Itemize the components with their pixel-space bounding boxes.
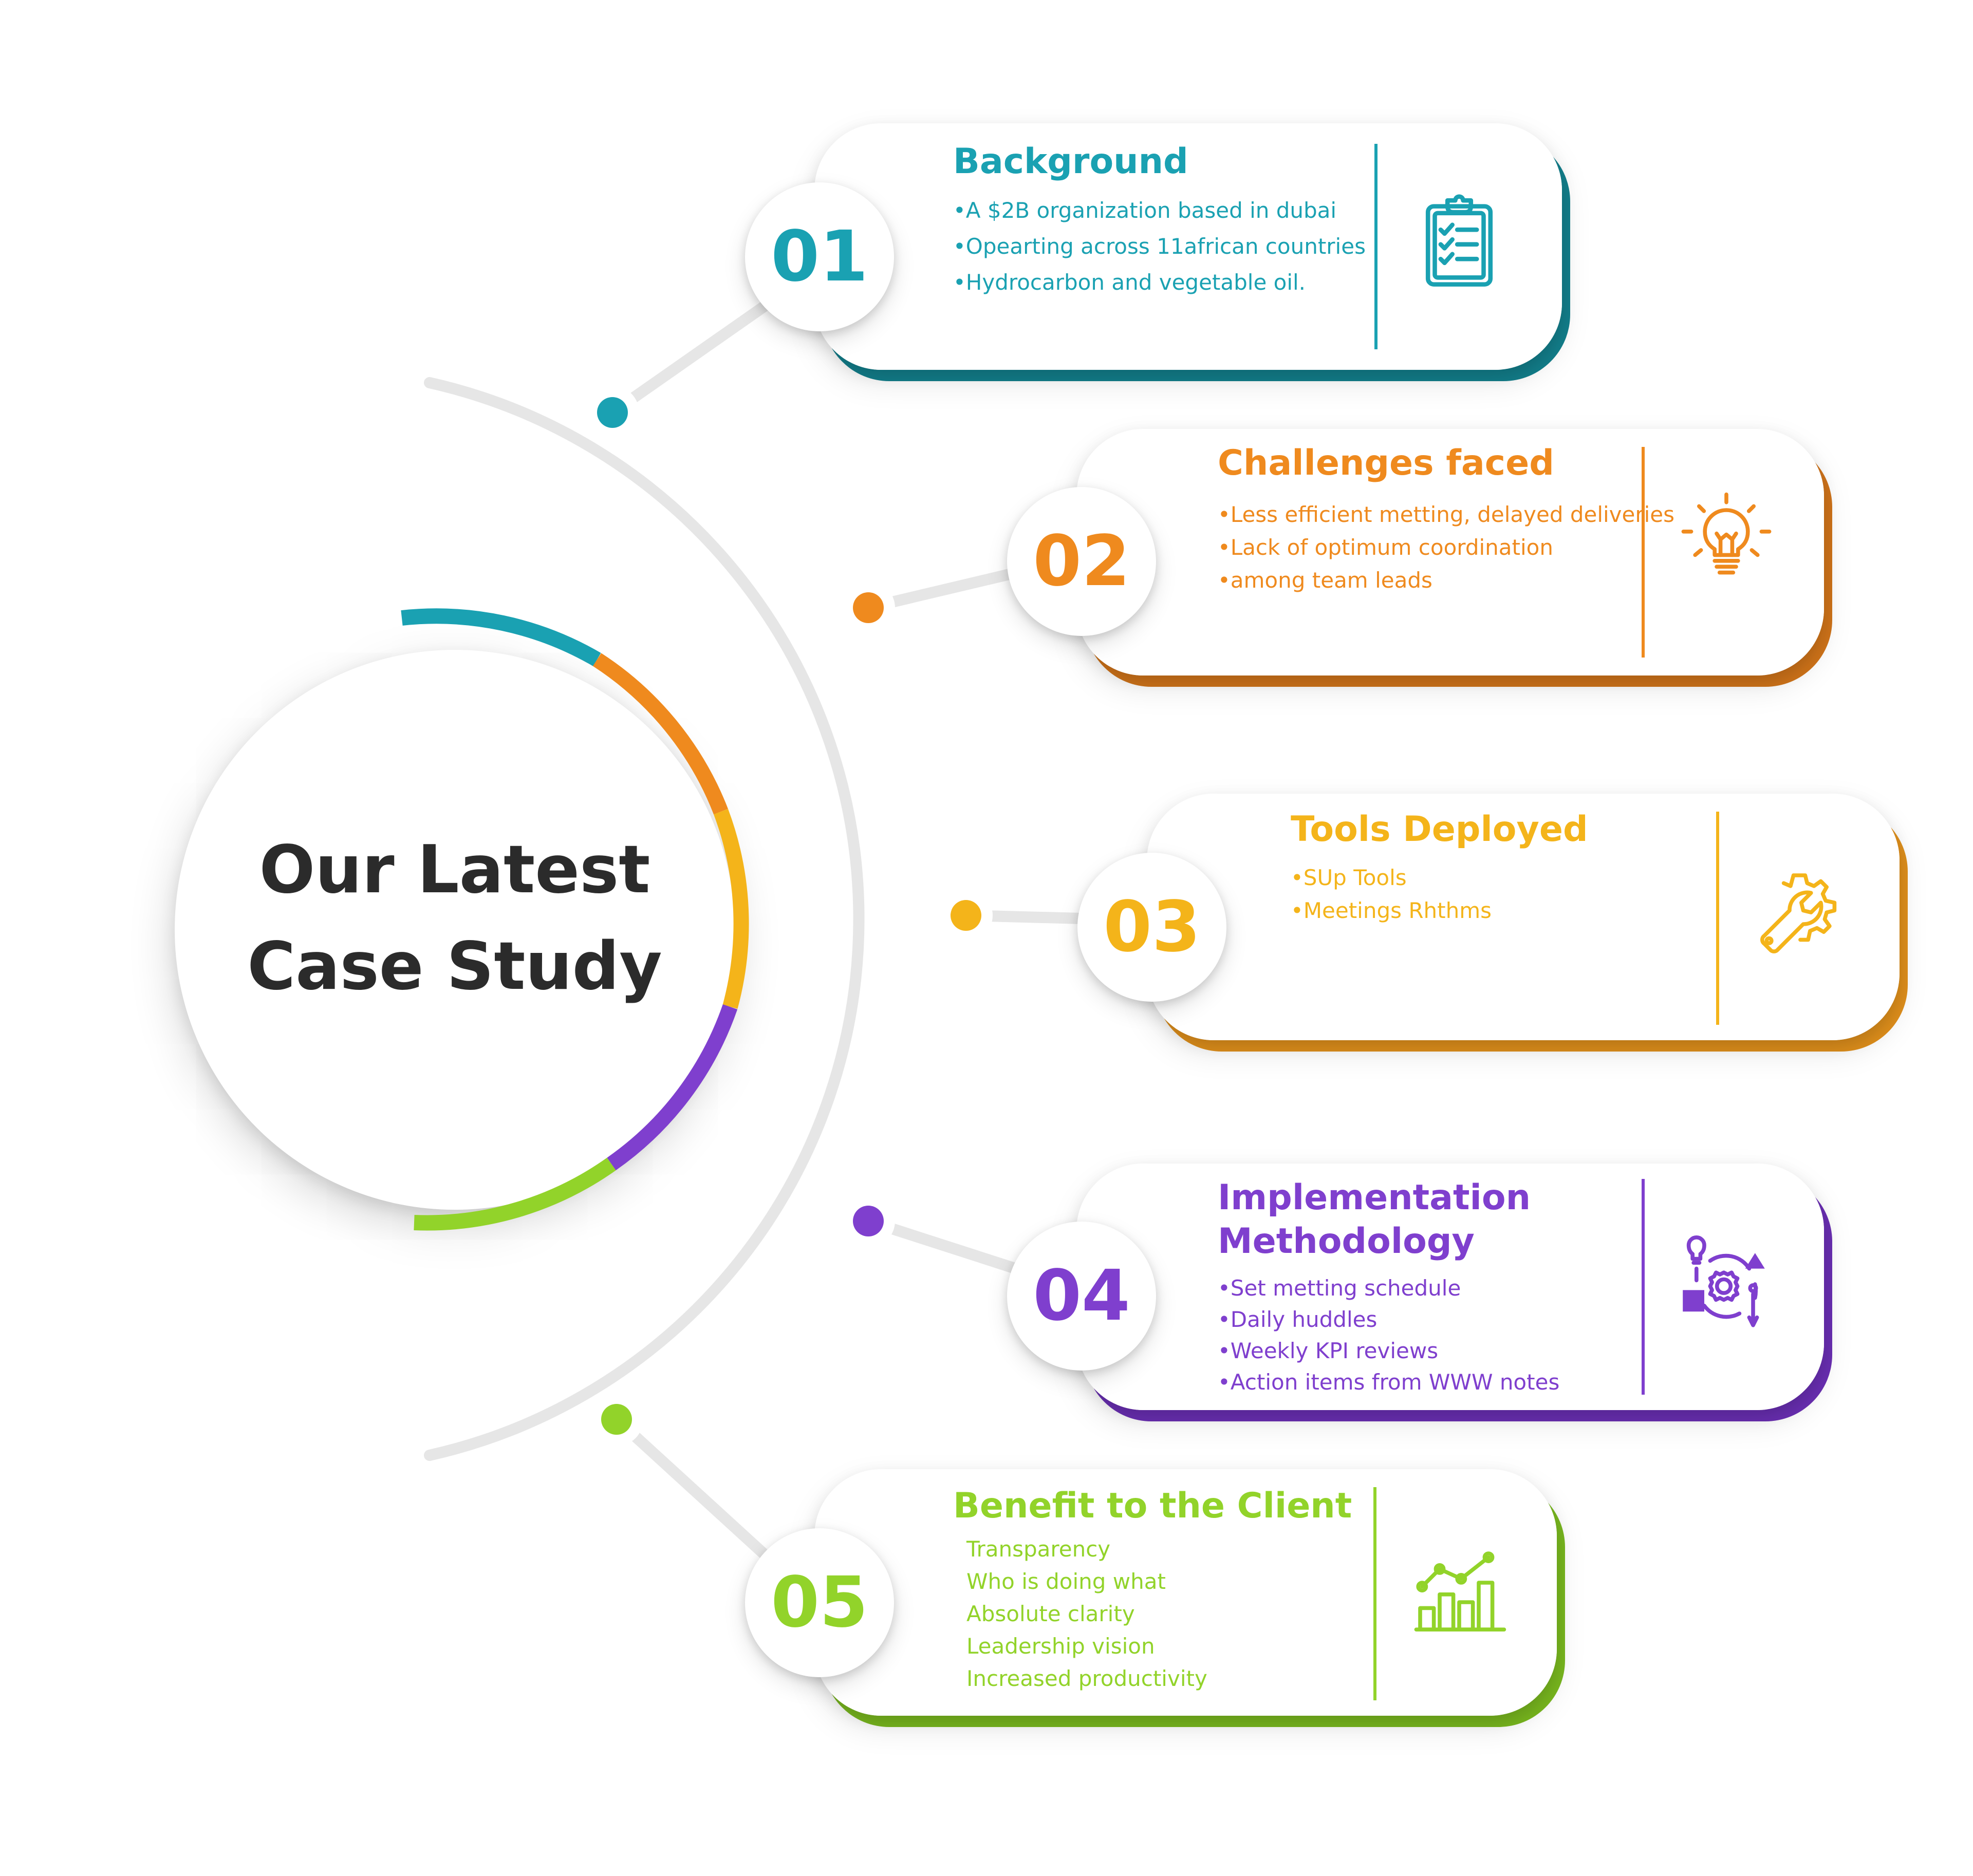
card-divider <box>1642 447 1645 658</box>
hub-title-line-1: Our Latest <box>259 832 650 908</box>
step-card-04: Implementation Methodology Set metting s… <box>1076 1164 1824 1410</box>
card-bullet-list: SUp Tools Meetings Rhthms <box>1291 861 1492 927</box>
spoke-05 <box>611 1414 789 1578</box>
card-bullet-list: Less efficient metting, delayed deliveri… <box>1218 498 1674 597</box>
card-title: Benefit to the Client <box>953 1486 1352 1526</box>
lightbulb-icon <box>1681 492 1772 575</box>
step-number-badge-03 <box>1077 853 1226 1002</box>
step-number-badge-01 <box>745 182 894 331</box>
node-dot-05 <box>601 1404 632 1435</box>
process-methodology-icon <box>1683 1235 1765 1327</box>
card-divider <box>1373 1487 1376 1700</box>
card-title: Challenges faced <box>1218 443 1554 483</box>
node-dot-04 <box>853 1206 884 1236</box>
list-item: Weekly KPI reviews <box>1218 1335 1559 1366</box>
step-number-01: 01 <box>771 216 868 297</box>
hub-title: Our Latest Case Study <box>175 822 735 1015</box>
list-item: Increased productivity <box>966 1666 1207 1691</box>
wrench-gear-icon <box>1760 873 1837 953</box>
step-card-02: Challenges faced Less efficient metting,… <box>1076 429 1824 676</box>
step-number-04: 04 <box>1033 1255 1130 1337</box>
card-bullet-list: Set metting schedule Daily huddles Weekl… <box>1218 1272 1560 1398</box>
card-divider <box>1374 144 1378 349</box>
step-number-badge-05 <box>745 1528 894 1677</box>
ring-segment-teal <box>401 608 601 666</box>
step-number-03: 03 <box>1103 887 1201 968</box>
step-number-05: 05 <box>771 1562 868 1643</box>
ring-segment-amber <box>713 809 749 1009</box>
card-title-line-1: Implementation <box>1218 1177 1531 1218</box>
hub-title-line-2: Case Study <box>247 928 662 1005</box>
card-list: Transparency Who is doing what Absolute … <box>953 1533 1207 1695</box>
card-body <box>814 1469 1557 1716</box>
card-bullet-list: A $2B organization based in dubai Opeart… <box>953 193 1366 301</box>
list-item: Action items from WWW notes <box>1218 1366 1560 1398</box>
list-item: SUp Tools <box>1291 861 1492 894</box>
card-title: Background <box>953 141 1188 182</box>
ring-segment-green <box>414 1157 616 1231</box>
ring-segment-orange <box>592 653 728 815</box>
card-title-line-2: Methodology <box>1218 1221 1475 1262</box>
node-dot-01 <box>597 397 628 428</box>
hub-circle <box>175 650 735 1210</box>
list-item: Absolute clarity <box>966 1601 1135 1626</box>
list-item: Less efficient metting, delayed deliveri… <box>1218 498 1674 531</box>
list-item: Daily huddles <box>1218 1304 1559 1335</box>
list-item: Leadership vision <box>966 1634 1155 1659</box>
spoke-01 <box>607 287 789 418</box>
list-item: among team leads <box>1218 564 1674 597</box>
step-number-badge-02 <box>1007 487 1156 636</box>
node-dot-03 <box>951 900 981 931</box>
step-card-03: Tools Deployed SUp Tools Meetings Rhthms <box>1147 794 1900 1040</box>
node-dot-02 <box>853 592 884 623</box>
step-card-05: Benefit to the Client Transparency Who i… <box>814 1469 1557 1716</box>
list-item: Set metting schedule <box>1218 1272 1559 1304</box>
list-item: A $2B organization based in dubai <box>953 193 1366 229</box>
list-item: Transparency <box>966 1536 1111 1562</box>
step-number-02: 02 <box>1033 521 1130 602</box>
ring-segment-purple <box>607 1004 738 1171</box>
list-item: Opearting across 11african countries <box>953 229 1366 265</box>
step-number-badge-04 <box>1007 1222 1156 1371</box>
card-divider <box>1642 1179 1645 1395</box>
step-card-01: Background A $2B organization based in d… <box>814 123 1562 370</box>
list-item: Who is doing what <box>966 1569 1166 1594</box>
card-body <box>1147 794 1900 1040</box>
list-item: Meetings Rhthms <box>1291 894 1492 927</box>
card-title: Tools Deployed <box>1291 809 1588 850</box>
card-divider <box>1716 812 1719 1025</box>
clipboard-checklist-icon <box>1425 194 1493 287</box>
list-item: Hydrocarbon and vegetable oil. <box>953 265 1366 301</box>
growth-chart-icon <box>1414 1551 1506 1631</box>
connector-arc <box>424 377 865 1461</box>
list-item: Lack of optimum coordination <box>1218 531 1674 564</box>
